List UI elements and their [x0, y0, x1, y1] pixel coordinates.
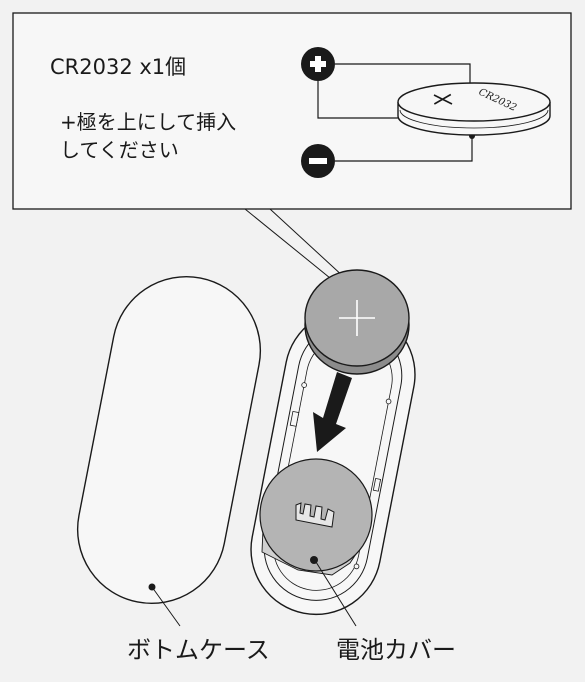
- coin-battery-illustration: CR2032: [397, 82, 551, 136]
- battery-cover: [259, 458, 373, 576]
- side-wire: [317, 81, 420, 119]
- coin-battery: [304, 269, 410, 375]
- bottom-case: [76, 275, 262, 605]
- callout-pointer-right: [269, 208, 346, 279]
- instruction-line-2: してください: [60, 138, 179, 162]
- minus-wire: [335, 136, 473, 162]
- plus-terminal-icon: [301, 47, 335, 81]
- callout-pointer-left: [244, 208, 331, 279]
- battery-cover-leader: [315, 561, 357, 627]
- bottom-case-leader: [151, 586, 181, 627]
- bottom-case-label: ボトムケース: [127, 636, 270, 664]
- battery-cover-label: 電池カバー: [336, 636, 456, 664]
- instruction-line-1: +極を上にして挿入: [60, 110, 237, 134]
- battery-spec-label: CR2032 x1個: [50, 55, 187, 79]
- bottom-case-leader-dot: [148, 583, 156, 591]
- insert-arrow-icon: [313, 372, 352, 452]
- minus-terminal-icon: [301, 144, 335, 178]
